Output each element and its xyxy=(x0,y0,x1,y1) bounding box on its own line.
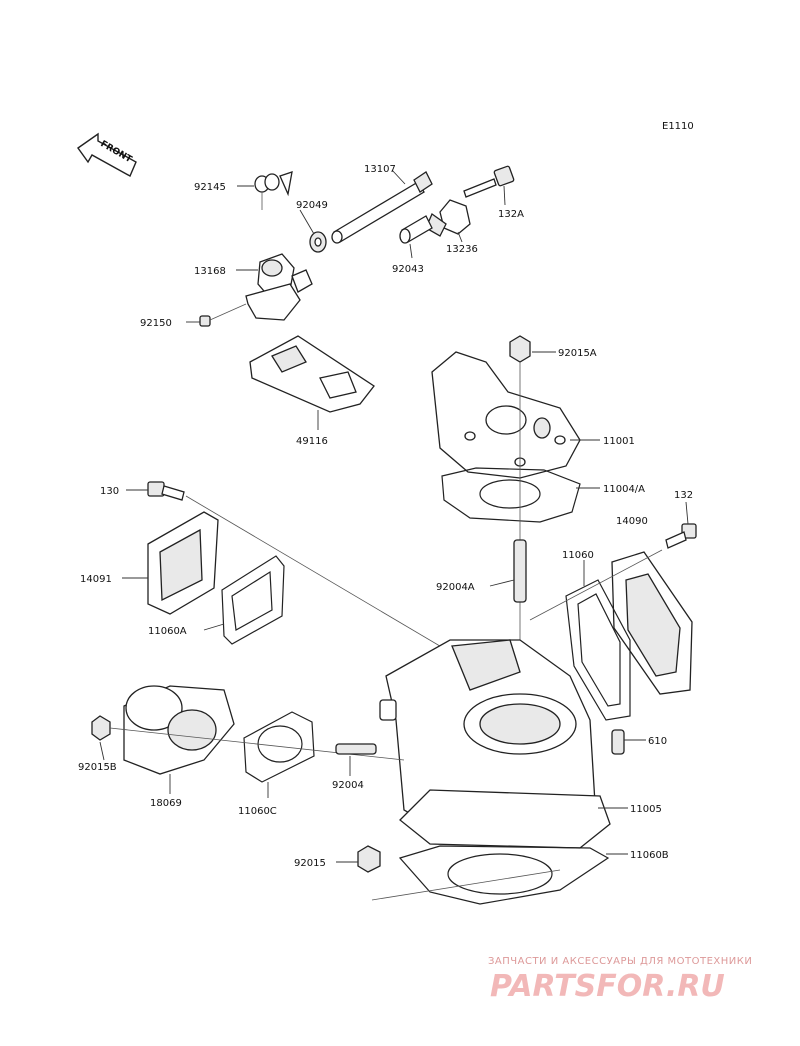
label-13107: 13107 xyxy=(364,164,396,175)
label-14090: 14090 xyxy=(616,516,648,527)
label-49116: 49116 xyxy=(296,436,328,447)
diagram-code: E1110 xyxy=(662,121,694,132)
axis-line-right xyxy=(529,549,663,621)
manifold-18069 xyxy=(123,685,235,775)
cover-14091 xyxy=(147,511,219,615)
cylinder-11005 xyxy=(379,639,611,849)
washer-92049 xyxy=(309,231,327,253)
leader-92049 xyxy=(299,209,315,235)
bolt-132a xyxy=(463,165,515,198)
label-92049: 92049 xyxy=(296,200,328,211)
label-132: 132 xyxy=(674,490,693,501)
spring-92145 xyxy=(254,171,293,210)
nut-92015 xyxy=(357,845,381,873)
label-92043: 92043 xyxy=(392,264,424,275)
screw-92150 xyxy=(199,303,247,327)
label-92015: 92015 xyxy=(294,858,326,869)
front-arrow-icon: FRONT xyxy=(77,132,137,177)
label-11060: 11060 xyxy=(562,550,594,561)
label-11060b: 11060B xyxy=(630,850,669,861)
gasket-11060 xyxy=(565,579,631,721)
leader-132 xyxy=(685,501,689,525)
leader-13236 xyxy=(457,231,463,243)
bolt-132 xyxy=(665,523,697,549)
label-14091: 14091 xyxy=(80,574,112,585)
axis-line-intake xyxy=(109,727,405,761)
watermark-logo: PARTSFOR.RU xyxy=(490,969,725,1004)
shaft-13107 xyxy=(331,171,433,244)
nut-92015b xyxy=(91,715,111,741)
watermark-tagline: ЗАПЧАСТИ И АКСЕССУАРЫ ДЛЯ МОТОТЕХНИКИ xyxy=(488,956,752,967)
label-92004a: 92004A xyxy=(436,582,475,593)
label-11001: 11001 xyxy=(603,436,635,447)
leader-92043 xyxy=(409,243,413,259)
axis-line-base xyxy=(371,869,561,901)
axis-line-left xyxy=(185,495,451,653)
stud-92004a xyxy=(513,539,527,603)
nut-92015a xyxy=(509,335,531,363)
bushing-92043 xyxy=(399,215,433,244)
gear-13236 xyxy=(425,199,471,237)
label-132a: 132A xyxy=(498,209,524,220)
label-13236: 13236 xyxy=(446,244,478,255)
cover-49116 xyxy=(249,335,375,413)
cylinder-head-11001 xyxy=(431,351,581,479)
label-92015b: 92015B xyxy=(78,762,117,773)
label-11005: 11005 xyxy=(630,804,662,815)
head-gasket-11004a xyxy=(441,467,581,523)
dowel-610 xyxy=(611,729,625,755)
bolt-130 xyxy=(147,481,185,501)
gasket-11060a xyxy=(221,555,285,645)
label-13168: 13168 xyxy=(194,266,226,277)
label-11004a: 11004/A xyxy=(603,484,645,495)
leader-11060a xyxy=(203,623,225,631)
holder-13168 xyxy=(245,253,313,321)
leader-92015b xyxy=(99,741,105,761)
label-130: 130 xyxy=(100,486,119,497)
leader-92004a xyxy=(489,579,515,587)
label-92150: 92150 xyxy=(140,318,172,329)
leader-13107 xyxy=(391,169,406,185)
gasket-11060c xyxy=(243,711,315,783)
label-11060a: 11060A xyxy=(148,626,187,637)
cover-14090 xyxy=(611,551,693,695)
label-11060c: 11060C xyxy=(238,806,277,817)
label-92145: 92145 xyxy=(194,182,226,193)
label-92004: 92004 xyxy=(332,780,364,791)
label-610: 610 xyxy=(648,736,667,747)
stud-92004 xyxy=(335,743,377,755)
leader-132a xyxy=(503,185,506,206)
label-18069: 18069 xyxy=(150,798,182,809)
label-92015a: 92015A xyxy=(558,348,597,359)
base-gasket-11060b xyxy=(398,845,610,905)
